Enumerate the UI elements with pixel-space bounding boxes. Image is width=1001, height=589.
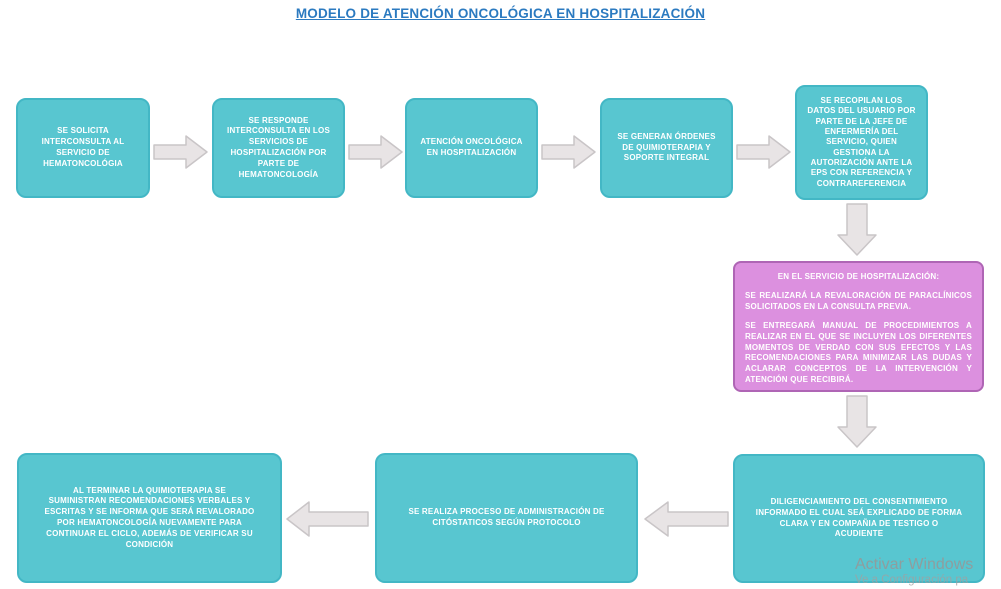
down-arrow-icon (836, 203, 878, 257)
flow-step-ordenes-quimioterapia: SE GENERAN ÓRDENES DE QUIMIOTERAPIA Y SO… (600, 98, 733, 198)
flow-step-atencion-oncologica: ATENCIÓN ONCOLÓGICA EN HOSPITALIZACIÓN (405, 98, 538, 198)
purple-box-heading: EN EL SERVICIO DE HOSPITALIZACIÓN: (777, 272, 940, 281)
right-arrow-icon (153, 134, 209, 170)
flow-step-responde-interconsulta: SE RESPONDE INTERCONSULTA EN LOS SERVICI… (212, 98, 345, 198)
right-arrow-icon (541, 134, 597, 170)
flow-step-recopilan-datos: SE RECOPILAN LOS DATOS DEL USUARIO POR P… (795, 85, 928, 200)
flow-step-label: AL TERMINAR LA QUIMIOTERAPIA SE SUMINIST… (44, 485, 255, 549)
purple-box-paragraph: SE REALIZARÁ LA REVALORACIÓN DE PARACLÍN… (745, 291, 972, 312)
down-arrow-icon (836, 395, 878, 449)
flow-step-label: SE REALIZA PROCESO DE ADMINISTRACIÓN DE … (408, 507, 605, 527)
flow-step-label: SE RESPONDE INTERCONSULTA EN LOS SERVICI… (227, 115, 330, 179)
right-arrow-icon (348, 134, 404, 170)
flow-step-servicio-hospitalizacion-info: EN EL SERVICIO DE HOSPITALIZACIÓN: SE RE… (733, 261, 984, 392)
flow-step-solicita-interconsulta: SE SOLICITA INTERCONSULTA AL SERVICIO DE… (16, 98, 150, 198)
left-arrow-icon (285, 499, 369, 539)
flow-step-label: SE GENERAN ÓRDENES DE QUIMIOTERAPIA Y SO… (617, 131, 716, 163)
page-title: MODELO DE ATENCIÓN ONCOLÓGICA EN HOSPITA… (295, 6, 706, 21)
flow-step-administracion-citostaticos: SE REALIZA PROCESO DE ADMINISTRACIÓN DE … (375, 453, 638, 583)
flow-step-label: SE SOLICITA INTERCONSULTA AL SERVICIO DE… (41, 126, 125, 168)
right-arrow-icon (736, 134, 792, 170)
flow-step-consentimiento-informado: DILIGENCIAMIENTO DEL CONSENTIMIENTO INFO… (733, 454, 985, 583)
flow-step-label: DILIGENCIAMIENTO DEL CONSENTIMIENTO INFO… (755, 496, 963, 539)
flow-step-label: ATENCIÓN ONCOLÓGICA EN HOSPITALIZACIÓN (420, 137, 523, 157)
purple-box-paragraph: SE ENTREGARÁ MANUAL DE PROCEDIMIENTOS A … (745, 320, 972, 384)
flow-step-label: SE RECOPILAN LOS DATOS DEL USUARIO POR P… (807, 95, 916, 188)
flow-step-recomendaciones-finales: AL TERMINAR LA QUIMIOTERAPIA SE SUMINIST… (17, 453, 282, 583)
left-arrow-icon (643, 499, 729, 539)
